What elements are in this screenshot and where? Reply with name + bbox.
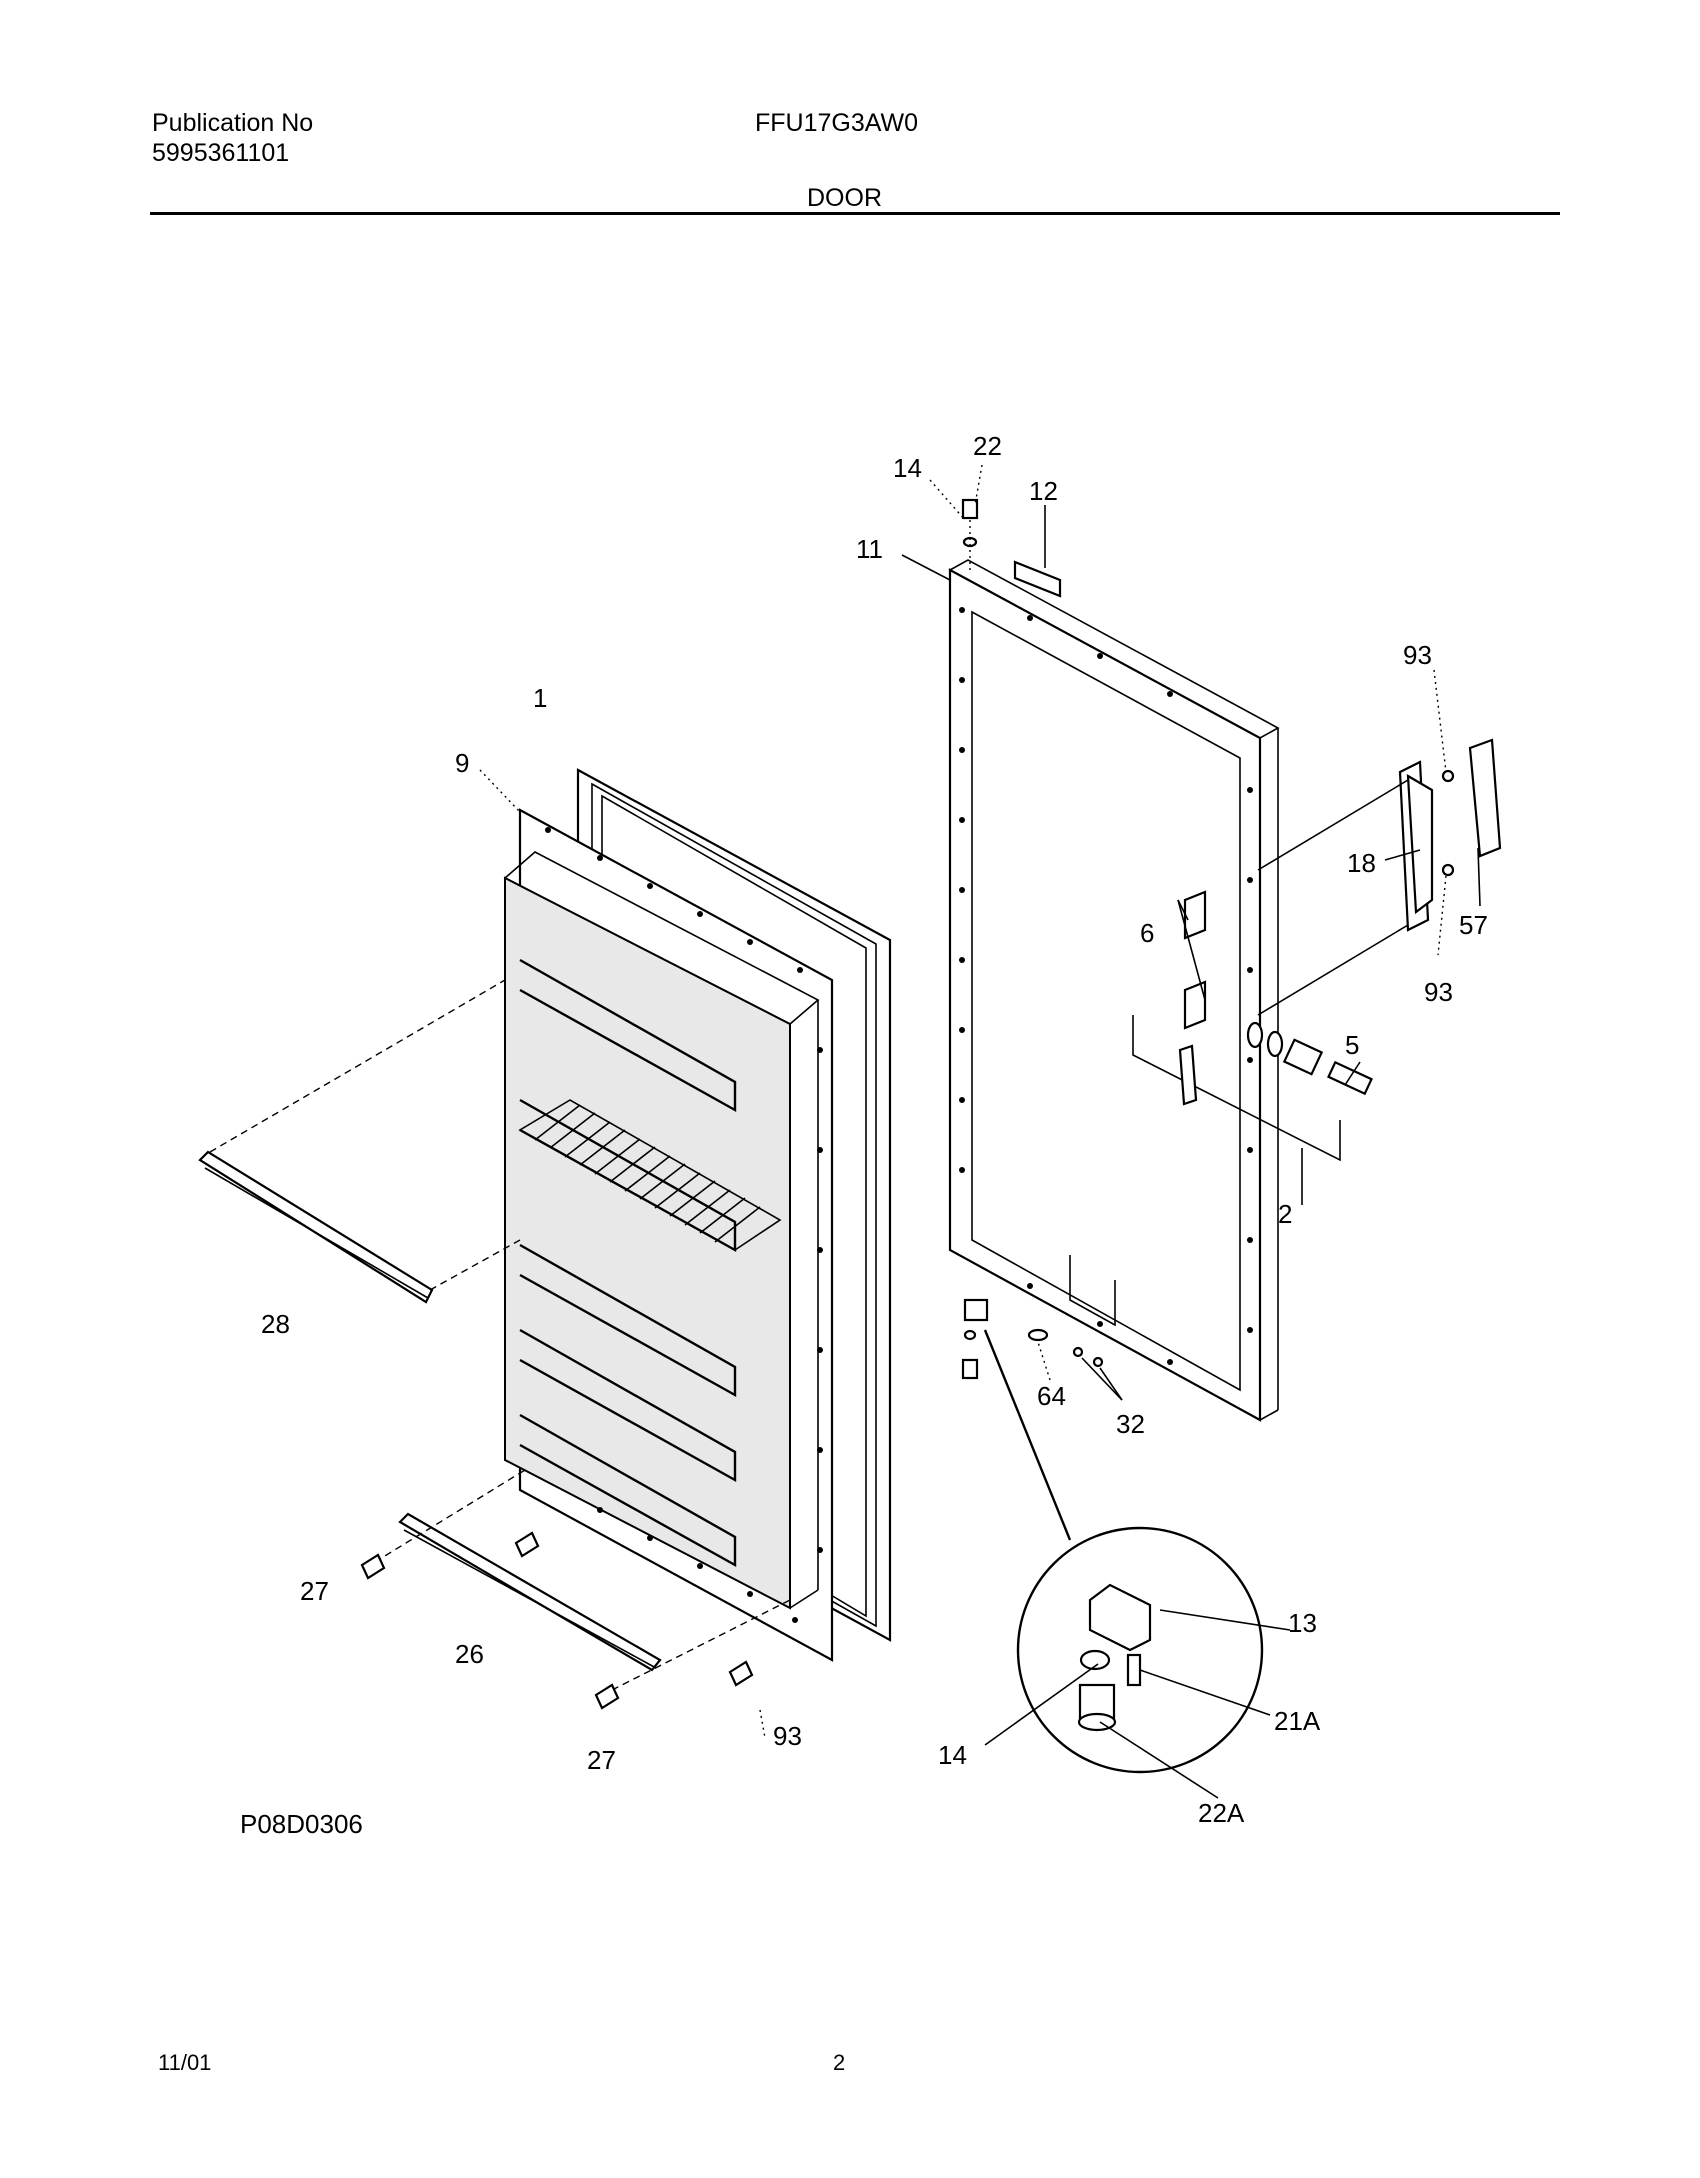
- callout-28: 28: [261, 1309, 290, 1339]
- callout-27-bottom: 27: [587, 1745, 616, 1775]
- callout-32: 32: [1116, 1409, 1145, 1439]
- callout-14-top: 14: [893, 453, 922, 483]
- screw-part-93: [1433, 669, 1455, 956]
- screw-part-27: [360, 1531, 754, 1710]
- callout-22: 22: [973, 431, 1002, 461]
- bottom-bar-part-26: [374, 1469, 791, 1691]
- footer-date: 11/01: [158, 2050, 212, 2075]
- publication-number: 5995361101: [152, 139, 290, 167]
- callout-12: 12: [1029, 476, 1058, 506]
- callout-5: 5: [1345, 1030, 1359, 1060]
- model-number: FFU17G3AW0: [755, 109, 919, 137]
- callout-27-left: 27: [300, 1576, 329, 1606]
- hinge-pin-part-22: [961, 498, 979, 570]
- diagram-code: P08D0306: [240, 1809, 363, 1839]
- callout-21a: 21A: [1274, 1706, 1321, 1736]
- callout-2: 2: [1278, 1199, 1292, 1229]
- handle-part-18: [1257, 760, 1434, 1016]
- callout-26: 26: [455, 1639, 484, 1669]
- lower-hinge-parts: [961, 1298, 1104, 1541]
- callout-64: 64: [1037, 1381, 1066, 1411]
- callout-93-left: 93: [773, 1721, 802, 1751]
- publication-label: Publication No: [152, 109, 314, 137]
- callout-57: 57: [1459, 910, 1488, 940]
- callout-93-right: 93: [1424, 977, 1453, 1007]
- label-part-12: [1013, 505, 1062, 598]
- shelf-bar-part-28: [198, 979, 521, 1304]
- callout-6: 6: [1140, 918, 1154, 948]
- callout-18: 18: [1347, 848, 1376, 878]
- callout-9: 9: [455, 748, 469, 778]
- footer-page-number: 2: [833, 2050, 846, 2075]
- callout-14-detail: 14: [938, 1740, 967, 1770]
- header-divider: [150, 212, 1560, 215]
- callout-1: 1: [533, 683, 547, 713]
- callout-13: 13: [1288, 1608, 1317, 1638]
- callout-22a: 22A: [1198, 1798, 1245, 1828]
- handle-cap-part-57: [1468, 738, 1502, 858]
- hinge-detail-circle: [1016, 1526, 1264, 1774]
- callout-93-top: 93: [1403, 640, 1432, 670]
- leader-lines: [479, 464, 1481, 1799]
- section-title: DOOR: [807, 184, 882, 212]
- outer-door-panel-drawing: [948, 559, 1280, 1422]
- door-liner-drawing: [503, 808, 834, 1662]
- callout-11: 11: [856, 534, 883, 564]
